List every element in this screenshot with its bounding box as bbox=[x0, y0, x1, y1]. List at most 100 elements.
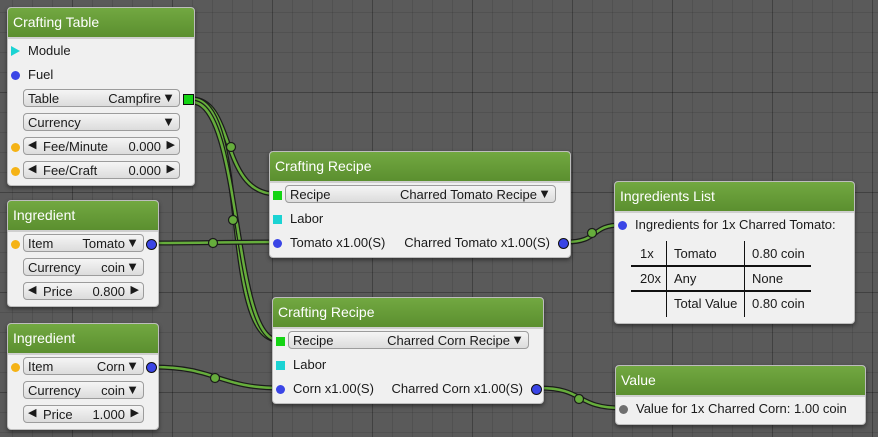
output-pin[interactable] bbox=[558, 238, 569, 249]
recipe-dropdown[interactable]: Recipe Charred Tomato Recipe ▼ bbox=[285, 185, 556, 203]
recipe-input-pin[interactable] bbox=[273, 191, 282, 200]
item-label: Item bbox=[28, 359, 54, 374]
table-divider bbox=[744, 241, 745, 317]
value-label: Value for 1x Charred Corn: 1.00 coin bbox=[636, 401, 847, 416]
price-row: ◀ Price 0.800 ▶ bbox=[8, 280, 158, 304]
currency-dropdown[interactable]: Currency coin ▼ bbox=[23, 258, 144, 276]
item-value: Corn bbox=[96, 359, 125, 374]
ingredient-node-tomato[interactable]: Ingredient Item Tomato ▼ Currency coin ▼… bbox=[7, 200, 159, 307]
table-rule bbox=[631, 290, 811, 292]
item-dropdown[interactable]: Item Corn ▼ bbox=[23, 357, 144, 375]
wire-reroute-dot[interactable] bbox=[225, 141, 237, 153]
ingredient-input-pin[interactable] bbox=[276, 385, 285, 394]
node-title[interactable]: Crafting Recipe bbox=[273, 298, 543, 329]
output-pin[interactable] bbox=[531, 384, 542, 395]
currency-row: Currency coin ▼ bbox=[8, 256, 158, 280]
node-title[interactable]: Ingredients List bbox=[615, 182, 854, 213]
ingredients-input-pin[interactable] bbox=[618, 221, 627, 230]
table-cell-name: Any bbox=[674, 271, 697, 286]
price-value: 0.800 bbox=[92, 284, 125, 299]
table-cell-name: Tomato bbox=[674, 246, 717, 261]
item-label: Item bbox=[28, 236, 54, 251]
item-input-pin[interactable] bbox=[11, 240, 20, 249]
recipe-value: Charred Tomato Recipe bbox=[399, 187, 537, 202]
wire-reroute-dot[interactable] bbox=[586, 227, 598, 239]
value-node[interactable]: Value Value for 1x Charred Corn: 1.00 co… bbox=[615, 365, 866, 425]
chevron-down-icon: ▼ bbox=[162, 114, 175, 129]
recipe-row: Recipe Charred Tomato Recipe ▼ bbox=[270, 183, 570, 207]
wire-reroute-dot[interactable] bbox=[207, 237, 219, 249]
price-spinner[interactable]: ◀ Price 1.000 ▶ bbox=[23, 405, 144, 423]
currency-row: Currency coin ▼ bbox=[8, 379, 158, 403]
price-label: Price bbox=[43, 284, 73, 299]
recipe-dropdown[interactable]: Recipe Charred Corn Recipe ▼ bbox=[288, 331, 529, 349]
module-input-pin[interactable] bbox=[11, 46, 20, 56]
ingredients-input-label: Ingredients for 1x Charred Tomato: bbox=[635, 217, 836, 232]
table-row: Table Campfire ▼ bbox=[8, 87, 194, 111]
arrow-left-icon[interactable]: ◀ bbox=[28, 163, 37, 175]
item-output-pin[interactable] bbox=[146, 362, 157, 373]
chevron-down-icon: ▼ bbox=[126, 235, 139, 250]
arrow-left-icon[interactable]: ◀ bbox=[28, 284, 37, 296]
module-label: Module bbox=[28, 43, 71, 58]
input-label: Tomato x1.00(S) bbox=[290, 235, 386, 250]
fuel-input-pin[interactable] bbox=[11, 71, 20, 80]
item-dropdown[interactable]: Item Tomato ▼ bbox=[23, 234, 144, 252]
crafting-table-node[interactable]: Crafting Table Module Fuel Table Campfir… bbox=[7, 7, 195, 186]
wire-reroute-dot[interactable] bbox=[227, 214, 239, 226]
node-title[interactable]: Crafting Table bbox=[8, 8, 194, 39]
ingredient-input-pin[interactable] bbox=[273, 239, 282, 248]
chevron-down-icon: ▼ bbox=[538, 186, 551, 201]
crafting-recipe-node-tomato[interactable]: Crafting Recipe Recipe Charred Tomato Re… bbox=[269, 151, 571, 258]
value-row: Value for 1x Charred Corn: 1.00 coin bbox=[616, 397, 865, 421]
wire-reroute-dot[interactable] bbox=[573, 393, 585, 405]
node-title[interactable]: Value bbox=[616, 366, 865, 397]
arrow-right-icon[interactable]: ▶ bbox=[166, 139, 175, 151]
chevron-down-icon: ▼ bbox=[162, 90, 175, 105]
fee-minute-spinner[interactable]: ◀ Fee/Minute 0.000 ▶ bbox=[23, 137, 180, 155]
wire-reroute-dot[interactable] bbox=[209, 372, 221, 384]
ingredient-node-corn[interactable]: Ingredient Item Corn ▼ Currency coin ▼ ◀… bbox=[7, 323, 159, 430]
recipe-label: Recipe bbox=[293, 333, 334, 348]
item-output-pin[interactable] bbox=[146, 239, 157, 250]
fee-craft-row: ◀ Fee/Craft 0.000 ▶ bbox=[8, 159, 194, 183]
currency-dropdown[interactable]: Currency coin ▼ bbox=[23, 381, 144, 399]
item-row: Item Tomato ▼ bbox=[8, 232, 158, 256]
table-cell-qty: 20x bbox=[640, 271, 661, 286]
fee-craft-input-pin[interactable] bbox=[11, 167, 20, 176]
ingredients-list-node[interactable]: Ingredients List Ingredients for 1x Char… bbox=[614, 181, 855, 324]
table-cell-qty: 1x bbox=[640, 246, 654, 261]
currency-dropdown[interactable]: Currency ▼ bbox=[23, 113, 180, 131]
crafting-recipe-node-corn[interactable]: Crafting Recipe Recipe Charred Corn Reci… bbox=[272, 297, 544, 404]
price-value: 1.000 bbox=[92, 407, 125, 422]
arrow-left-icon[interactable]: ◀ bbox=[28, 407, 37, 419]
node-title[interactable]: Ingredient bbox=[8, 324, 158, 355]
arrow-right-icon[interactable]: ▶ bbox=[130, 284, 139, 296]
item-input-pin[interactable] bbox=[11, 363, 20, 372]
recipe-input-pin[interactable] bbox=[276, 337, 285, 346]
labor-input-pin[interactable] bbox=[276, 361, 285, 370]
table-dropdown[interactable]: Table Campfire ▼ bbox=[23, 89, 180, 107]
table-output-pin[interactable] bbox=[183, 94, 194, 105]
chevron-down-icon: ▼ bbox=[126, 382, 139, 397]
arrow-right-icon[interactable]: ▶ bbox=[130, 407, 139, 419]
currency-value: coin bbox=[101, 383, 125, 398]
node-title[interactable]: Ingredient bbox=[8, 201, 158, 232]
value-input-pin[interactable] bbox=[619, 405, 628, 414]
fee-minute-value: 0.000 bbox=[128, 139, 161, 154]
fee-minute-label: Fee/Minute bbox=[43, 139, 109, 154]
recipe-row: Recipe Charred Corn Recipe ▼ bbox=[273, 329, 543, 353]
arrow-right-icon[interactable]: ▶ bbox=[166, 163, 175, 175]
node-title[interactable]: Crafting Recipe bbox=[270, 152, 570, 183]
table-cell-cost: None bbox=[752, 271, 784, 286]
price-spinner[interactable]: ◀ Price 0.800 ▶ bbox=[23, 282, 144, 300]
module-row: Module bbox=[8, 39, 194, 63]
fee-craft-spinner[interactable]: ◀ Fee/Craft 0.000 ▶ bbox=[23, 161, 180, 179]
arrow-left-icon[interactable]: ◀ bbox=[28, 139, 37, 151]
labor-input-pin[interactable] bbox=[273, 215, 282, 224]
io-row: Corn x1.00(S) Charred Corn x1.00(S) bbox=[273, 377, 543, 401]
table-total-value: 0.80 coin bbox=[752, 296, 805, 311]
table-rule bbox=[631, 265, 811, 267]
fee-minute-input-pin[interactable] bbox=[11, 143, 20, 152]
